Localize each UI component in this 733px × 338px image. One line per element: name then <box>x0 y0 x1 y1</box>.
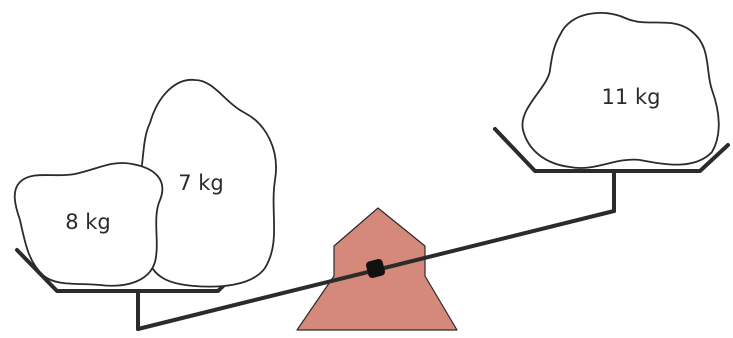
pivot-joint <box>366 259 385 278</box>
rock-8kg <box>13 162 164 287</box>
weight-label-8kg: 8 kg <box>65 210 111 234</box>
rock-11kg <box>521 12 720 169</box>
right-pan <box>493 127 730 173</box>
weight-label-11kg: 11 kg <box>602 85 661 109</box>
weight-label-7kg: 7 kg <box>178 171 224 195</box>
